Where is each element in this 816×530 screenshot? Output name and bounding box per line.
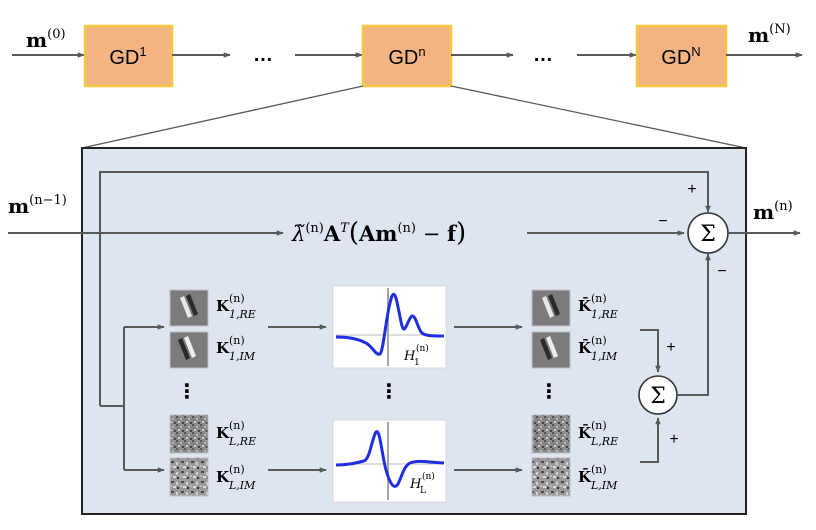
- activation-L-curve: [335, 430, 445, 488]
- bottom-minus-sign: −: [717, 263, 726, 280]
- activation-1-sup: (n): [416, 343, 429, 354]
- kernel-L-im-sup: (n): [229, 463, 245, 476]
- small-sum-bottom-plus: +: [669, 431, 678, 448]
- kernel-out-1-re-label: K̄: [578, 296, 592, 315]
- detail-input-label: m(n−1): [8, 193, 67, 218]
- kernel-out-1-re-sub: 1,RE: [591, 308, 618, 321]
- skip-plus-sign: +: [687, 181, 696, 198]
- small-sum-top-input: [640, 329, 661, 373]
- zoom-line-right: [450, 85, 747, 149]
- kernel-out-1-im-sup: (n): [591, 334, 607, 347]
- kernel-L-im: K (n) L,IM: [169, 457, 256, 497]
- kernel-L-re-label: K: [216, 424, 230, 442]
- gd-block-n-label: GDn: [388, 44, 425, 69]
- kernel-out-L-im-label: K̄: [578, 467, 592, 486]
- top-input-label: m(0): [26, 27, 66, 52]
- kernel-L-re-sub: L,RE: [228, 435, 256, 448]
- activation-1-plot: [332, 285, 447, 369]
- kernel-L-re-sup: (n): [229, 419, 245, 432]
- kernel-out-1-im-label: K̄: [578, 338, 592, 357]
- kernel-L-im-sub: L,IM: [228, 479, 256, 492]
- small-sum-bottom-input: [640, 417, 661, 463]
- small-sum-top-plus: +: [666, 339, 675, 356]
- gd-block-N: [635, 24, 728, 88]
- activation-1: H 1 (n): [332, 285, 447, 369]
- kernel-1-im: K (n) 1,IM: [169, 331, 256, 369]
- activation-1-label: H: [403, 349, 416, 364]
- kernel-out-L-im: K̄ (n) L,IM: [531, 457, 618, 497]
- skip-connection: [99, 171, 711, 406]
- kernel-out-1-im-sub: 1,IM: [591, 350, 618, 363]
- ellipsis-2: …: [533, 44, 553, 66]
- kernel-vdots-right: ⋮: [539, 381, 559, 403]
- kernel-out-L-im-sub: L,IM: [590, 479, 618, 492]
- gradient-term: λ̃(n)AT(Am(n) − f): [291, 218, 466, 248]
- activation-L: H L (n): [332, 419, 447, 503]
- kernel-L-im-label: K: [216, 468, 230, 486]
- main-sum-symbol: Σ: [700, 222, 716, 247]
- zoom-line-left: [81, 85, 364, 149]
- kernel-out-L-im-image: [531, 457, 571, 497]
- activation-1-sub: 1: [414, 358, 420, 368]
- small-to-main-sum-arrow: [677, 253, 711, 396]
- kernel-out-L-im-sup: (n): [591, 463, 607, 476]
- kernel-1-re-label: K: [216, 297, 230, 315]
- kernel-out-1-re-sup: (n): [591, 292, 607, 305]
- kernel-out-L-re-sub: L,RE: [590, 435, 618, 448]
- kernel-out-L-re-image: [531, 414, 571, 454]
- kernel-out-L-re-sup: (n): [591, 419, 607, 432]
- small-sum-symbol: Σ: [650, 384, 666, 409]
- ellipsis-1: …: [253, 44, 273, 66]
- activation-L-sup: (n): [422, 471, 435, 482]
- kernel-1-re-sup: (n): [229, 292, 245, 305]
- kernel-L-re-image: [169, 414, 209, 454]
- kernel-out-L-re: K̄ (n) L,RE: [531, 414, 618, 454]
- activation-L-label: H: [409, 477, 422, 492]
- kernel-1-re: K (n) 1,RE: [169, 289, 256, 327]
- kernel-out-L-re-label: K̄: [578, 423, 592, 442]
- gd-block-N-label: GDN: [661, 44, 700, 69]
- kernel-vdots-left: ⋮: [177, 381, 197, 403]
- activation-vdots: ⋮: [379, 381, 399, 403]
- kernel-L-im-image: [169, 457, 209, 497]
- kernel-out-1-re: K̄ (n) 1,RE: [531, 289, 618, 327]
- kernel-L-re: K (n) L,RE: [169, 414, 256, 454]
- detail-output-label: m(n): [753, 199, 793, 224]
- gd-block-1-label: GD1: [109, 44, 146, 69]
- top-pipeline: m(0) GD1 … GDn … GDN m(N): [12, 22, 803, 88]
- activation-L-sub: L: [420, 486, 426, 496]
- kernel-1-im-sub: 1,IM: [229, 350, 256, 363]
- kernel-1-im-sup: (n): [229, 334, 245, 347]
- kernel-1-re-sub: 1,RE: [229, 308, 256, 321]
- kernel-out-1-im: K̄ (n) 1,IM: [531, 331, 618, 369]
- kernel-1-im-label: K: [216, 339, 230, 357]
- top-output-label: m(N): [748, 22, 791, 47]
- activation-1-curve: [335, 292, 445, 356]
- gradient-minus-sign: −: [658, 213, 667, 230]
